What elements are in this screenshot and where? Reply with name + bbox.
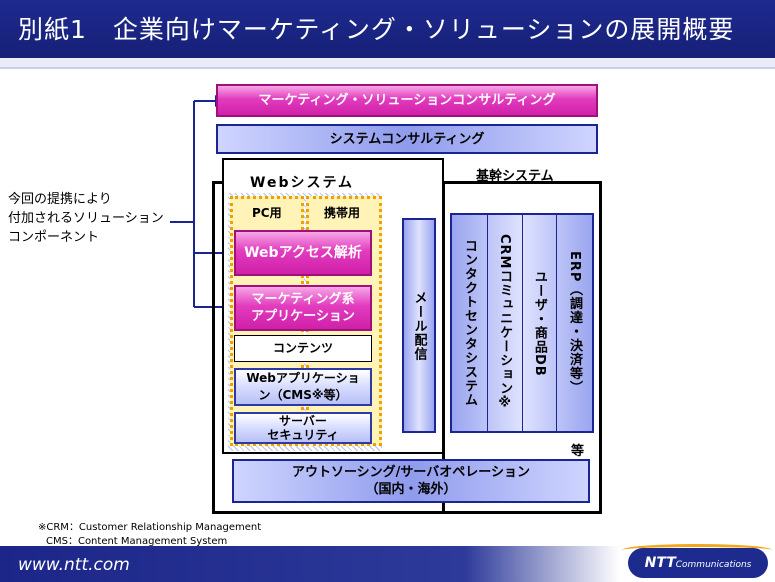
column-divider: [487, 215, 488, 431]
user-product-db-column: ユーザ・商品DB: [531, 269, 547, 377]
note-crm: ※CRM：Customer Relationship Management: [38, 522, 262, 533]
mail-delivery: メール配信: [402, 218, 436, 433]
ntt-communications-logo: NTTCommunications: [628, 548, 768, 578]
header-bar: [0, 0, 775, 58]
ntt-logo-swoosh: [622, 544, 772, 556]
column-divider: [556, 215, 558, 431]
outsourcing-line-2: （国内・海外）: [365, 482, 457, 497]
server-security: サーバー セキュリティ: [234, 412, 372, 444]
crm-column: CRMコミュニケーション※: [497, 234, 513, 412]
web-access-analysis: Webアクセス解析: [234, 230, 372, 276]
marketing-consulting-bar: マーケティング・ソリューションコンサルティング: [216, 84, 598, 117]
marketing-app-line-2: アプリケーション: [251, 309, 355, 324]
web-app-line-2: ン（CMS※等）: [258, 388, 348, 402]
outsourcing-bar: アウトソーシング/サーバオペレーション （国内・海外）: [232, 459, 590, 503]
web-system-title: Webシステム: [250, 175, 355, 191]
web-application: Webアプリケーショ ン（CMS※等）: [234, 368, 372, 406]
callout-line-2: 付加されるソリューション: [8, 211, 164, 226]
callout-line-3: コンポーネント: [8, 230, 100, 245]
header-divider: [0, 67, 775, 69]
logo-main-text: NTT: [644, 555, 676, 571]
header-stripe: [0, 58, 775, 67]
callout-line-1: 今回の提携により: [8, 192, 112, 207]
system-consulting-bar: システムコンサルティング: [216, 124, 598, 154]
contents-box: コンテンツ: [234, 335, 372, 362]
page-title: 別紙1 企業向けマーケティング・ソリューションの展開概要: [18, 15, 735, 44]
note-cms: CMS：Content Management System: [46, 536, 228, 547]
server-sec-line-2: セキュリティ: [267, 428, 339, 442]
etc-label: 等: [571, 444, 585, 459]
kikan-columns: コンタクトセンタシステム CRMコミュニケーション※ ユーザ・商品DB ERP（…: [450, 213, 594, 433]
footer-url: www.ntt.com: [18, 555, 130, 575]
contact-center-column: コンタクトセンタシステム: [462, 239, 477, 407]
server-sec-line-1: サーバー: [279, 414, 327, 428]
mobile-label: 携帯用: [324, 206, 361, 220]
kikan-system-title: 基幹システム: [476, 169, 554, 184]
logo-sub-text: Communications: [675, 560, 752, 570]
column-divider: [521, 215, 523, 431]
marketing-app-line-1: マーケティング系: [251, 292, 355, 307]
marketing-application: マーケティング系 アプリケーション: [234, 285, 372, 331]
outsourcing-line-1: アウトソーシング/サーバオペレーション: [291, 465, 531, 480]
web-app-line-1: Webアプリケーショ: [246, 371, 360, 385]
pc-label: PC用: [252, 206, 282, 220]
erp-column: ERP（調達・決済等）: [567, 251, 583, 395]
